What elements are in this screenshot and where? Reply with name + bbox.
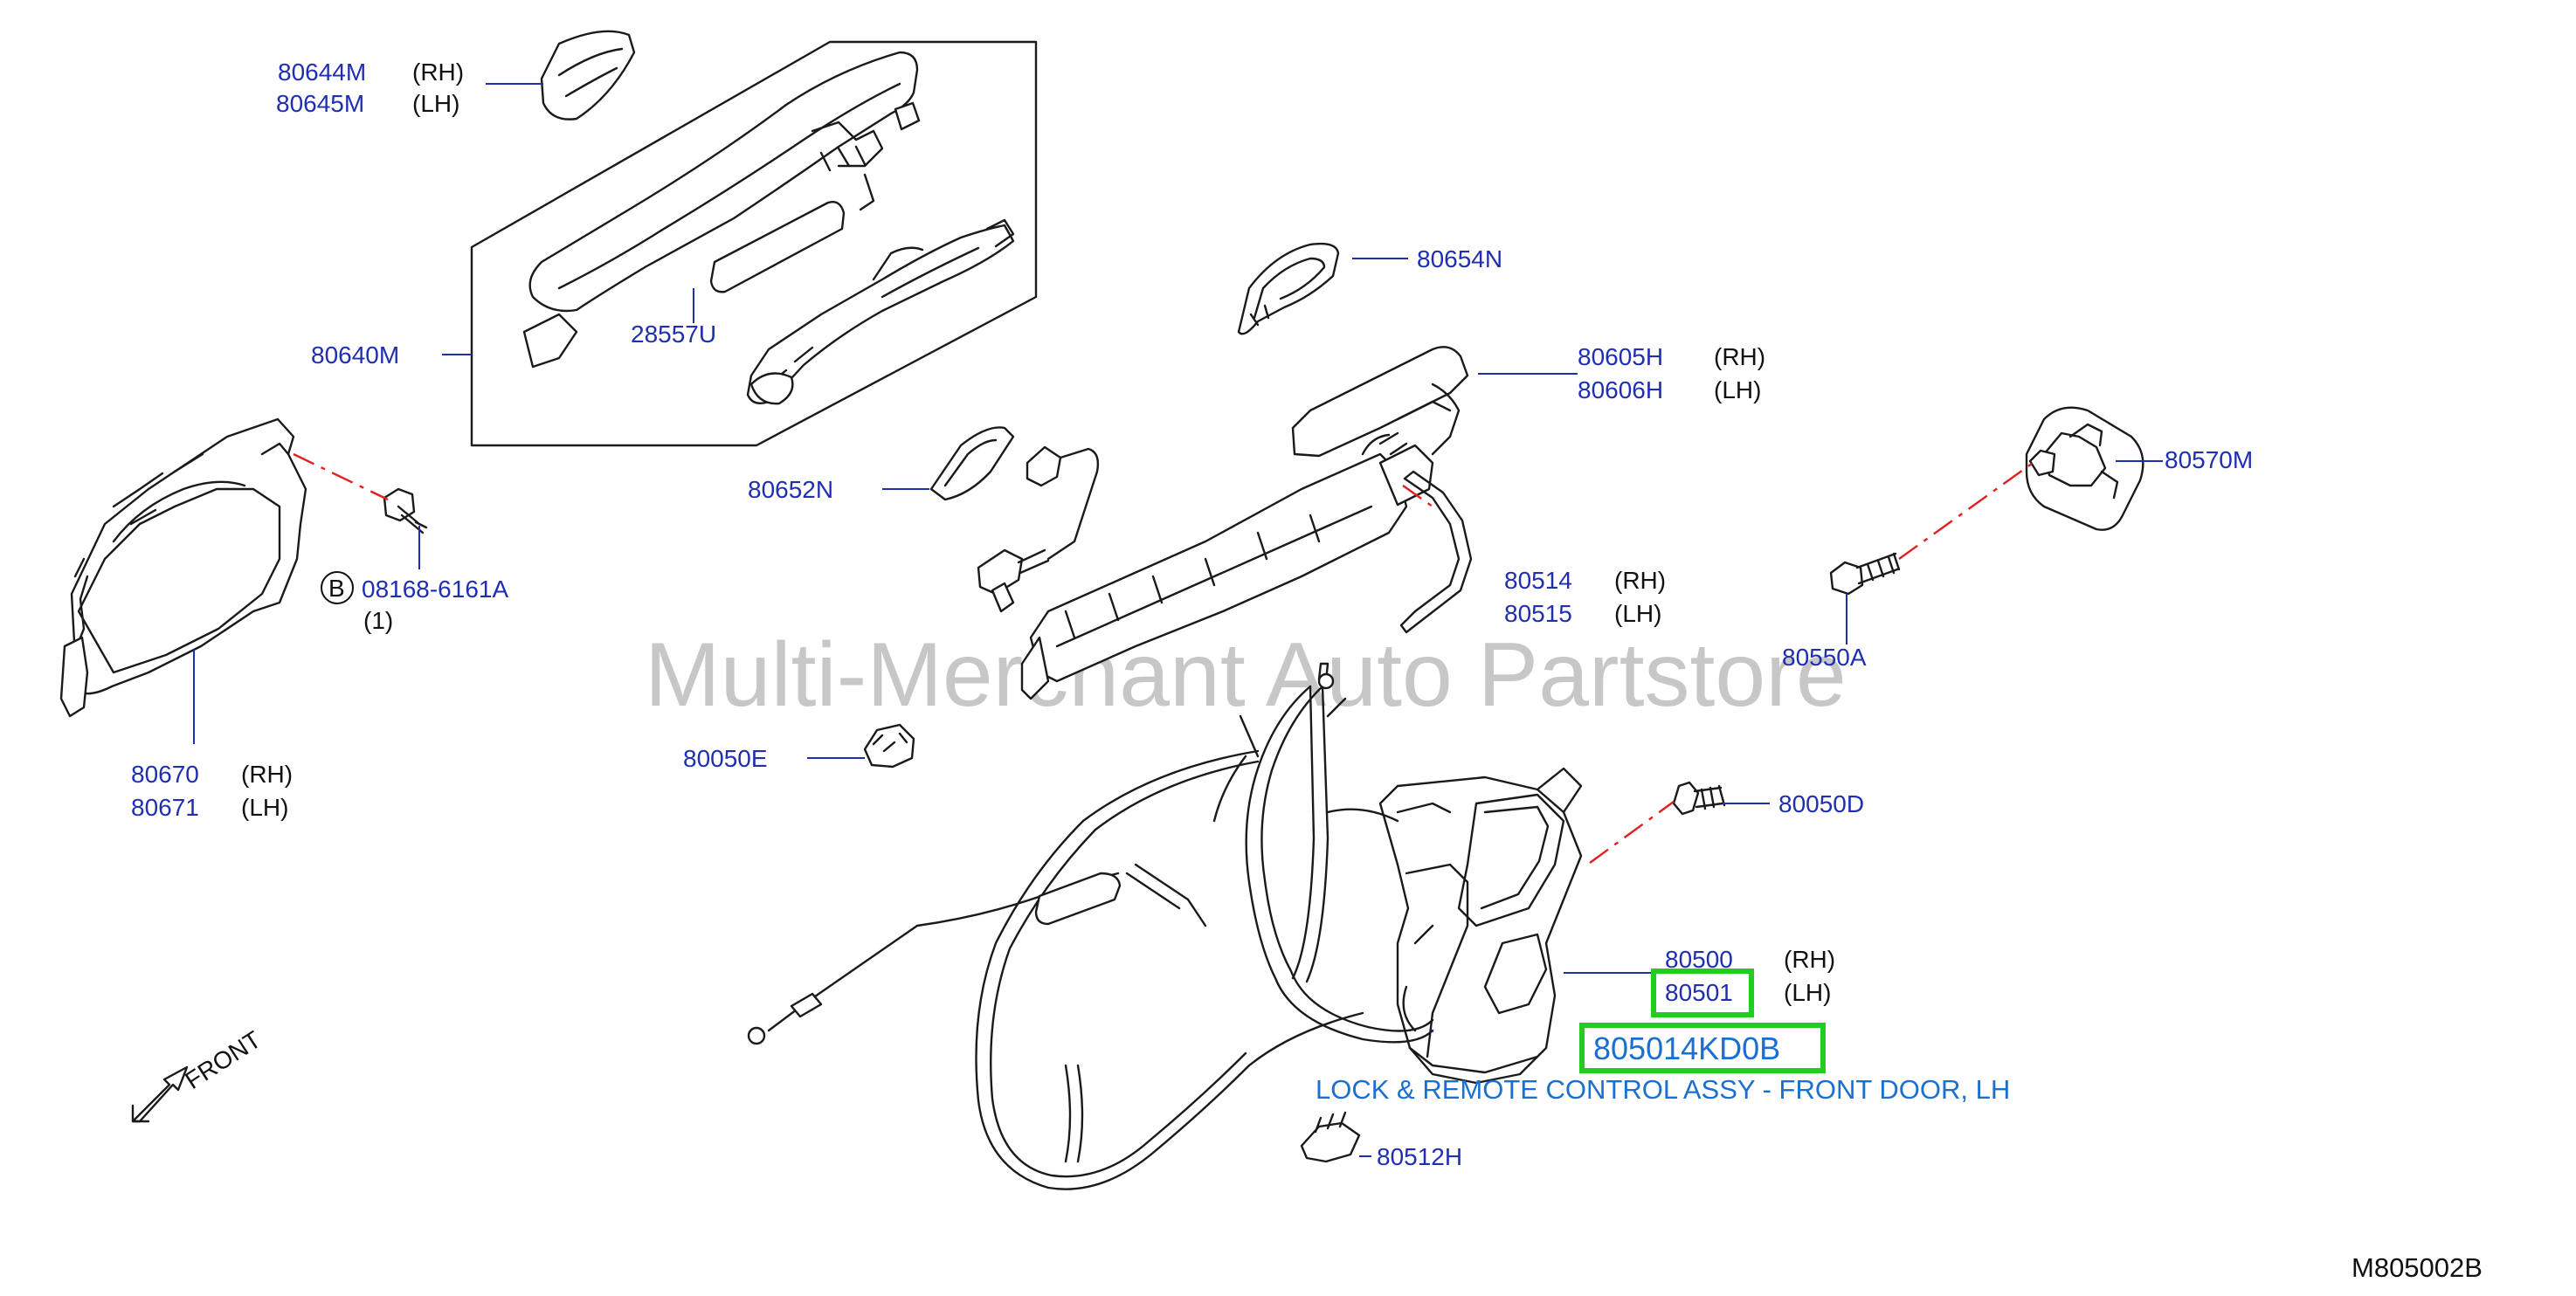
label-80501[interactable]: 80501 <box>1665 979 1733 1006</box>
label-08168-6161a[interactable]: 08168-6161A <box>362 576 508 603</box>
watermark-text: Multi-Merchant Auto Partstore <box>645 624 1847 726</box>
highlight-box-part-number <box>1579 1023 1826 1073</box>
label-80644m[interactable]: 80644M <box>278 59 366 86</box>
circled-b-letter: B <box>328 575 345 602</box>
label-80654n[interactable]: 80654N <box>1417 245 1502 272</box>
label-80652n[interactable]: 80652N <box>748 476 833 503</box>
label-80050e[interactable]: 80050E <box>683 745 768 772</box>
striker-bolt <box>1829 552 1901 596</box>
handle-escutcheon-cover <box>540 30 636 121</box>
side-lh-80645m: (LH) <box>412 90 459 117</box>
circled-b-marker: B <box>321 571 354 604</box>
label-28557u[interactable]: 28557U <box>631 321 716 348</box>
side-lh-80515: (LH) <box>1614 600 1661 627</box>
front-direction-label: FRONT <box>180 1026 266 1095</box>
label-80670[interactable]: 80670 <box>131 761 199 788</box>
diagram-code: M805002B <box>2352 1252 2483 1283</box>
outside-handle-group-box <box>470 40 1038 447</box>
handle-gasket-frame <box>1237 242 1340 335</box>
label-80570m[interactable]: 80570M <box>2165 446 2253 473</box>
door-striker <box>2025 406 2144 531</box>
key-cylinder-parts <box>929 426 1100 613</box>
bolt-08168 <box>383 487 428 534</box>
label-80640m[interactable]: 80640M <box>311 341 399 369</box>
side-lh-80501: (LH) <box>1784 979 1831 1006</box>
align-line-80514 <box>1402 485 1433 507</box>
label-80050d[interactable]: 80050D <box>1778 790 1864 817</box>
highlighted-part-number[interactable]: 805014KD0B <box>1593 1031 1780 1066</box>
label-80645m[interactable]: 80645M <box>276 90 364 117</box>
side-lh-80671: (LH) <box>241 794 288 821</box>
lock-screw-80050d <box>1672 781 1726 816</box>
side-rh-80500: (RH) <box>1784 946 1835 973</box>
label-80512h[interactable]: 80512H <box>1377 1143 1462 1170</box>
handle-seal-strip <box>709 201 846 293</box>
label-80605h[interactable]: 80605H <box>1578 343 1663 370</box>
outside-handle-body <box>522 51 921 369</box>
side-rh-80514: (RH) <box>1614 567 1666 594</box>
highlighted-part-description: LOCK & REMOTE CONTROL ASSY - FRONT DOOR,… <box>1316 1074 2010 1105</box>
label-80606h[interactable]: 80606H <box>1578 376 1663 403</box>
inside-handle <box>59 417 307 718</box>
door-lock-assembly <box>1378 767 1583 1085</box>
outside-handle-frame <box>746 218 1015 405</box>
leader-lines <box>193 83 2163 1157</box>
label-08168-qty: (1) <box>363 607 393 634</box>
align-line-80050d <box>1589 801 1675 864</box>
side-lh-80606h: (LH) <box>1714 376 1761 403</box>
label-80550a[interactable]: 80550A <box>1782 644 1867 671</box>
key-rod <box>1399 470 1473 634</box>
side-rh-80670: (RH) <box>241 761 293 788</box>
lock-cables <box>747 662 1434 1190</box>
rod-clip-80050e <box>863 723 915 769</box>
label-80515[interactable]: 80515 <box>1504 600 1572 627</box>
align-line-08168 <box>293 452 389 501</box>
label-80671[interactable]: 80671 <box>131 794 199 821</box>
label-80500[interactable]: 80500 <box>1665 946 1733 973</box>
label-80514[interactable]: 80514 <box>1504 567 1572 594</box>
highlight-box-80501 <box>1651 969 1754 1017</box>
side-rh-80644m: (RH) <box>412 59 464 86</box>
side-rh-80605h: (RH) <box>1714 343 1765 370</box>
cable-clip-80512h <box>1300 1111 1361 1163</box>
align-line-80550a <box>1898 460 2036 560</box>
front-direction-arrow <box>131 1065 189 1123</box>
